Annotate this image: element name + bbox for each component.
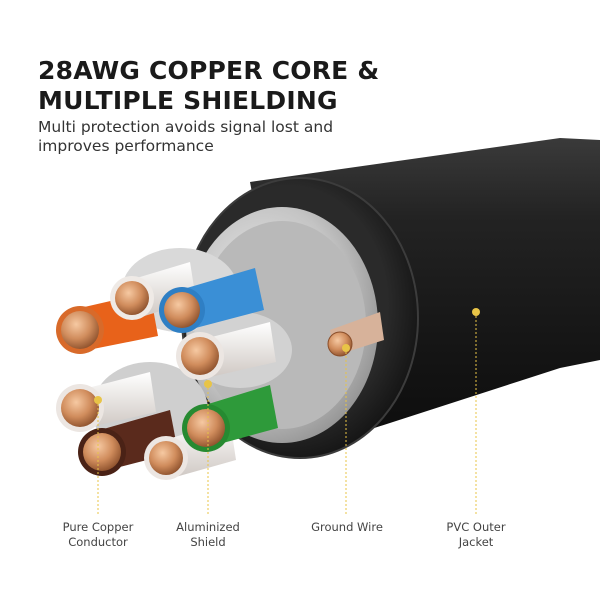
wire-green	[182, 385, 278, 452]
callout-shield	[204, 380, 212, 514]
label-shield-line-2: Shield	[190, 535, 226, 549]
label-pvc-outer-jacket: PVC Outer Jacket	[416, 520, 536, 550]
label-aluminized-shield: Aluminized Shield	[148, 520, 268, 550]
label-jacket-line-2: Jacket	[458, 535, 494, 549]
label-pure-copper-conductor: Pure Copper Conductor	[38, 520, 158, 550]
label-ground-line-1: Ground Wire	[311, 520, 383, 534]
label-shield-line-1: Aluminized	[176, 520, 240, 534]
label-ground-wire: Ground Wire	[287, 520, 407, 535]
label-conductor-line-2: Conductor	[68, 535, 128, 549]
wire-white-lower	[56, 372, 156, 432]
wire-blue	[159, 268, 264, 333]
callout-ground	[342, 344, 350, 514]
label-jacket-line-1: PVC Outer	[446, 520, 506, 534]
headline-line-2: MULTIPLE SHIELDING	[38, 86, 338, 115]
callout-conductor	[94, 396, 102, 514]
callout-jacket	[472, 308, 480, 514]
label-conductor-line-1: Pure Copper	[62, 520, 134, 534]
page-headline: 28AWG COPPER CORE & MULTIPLE SHIELDING	[38, 56, 379, 116]
subline-line-1: Multi protection avoids signal lost and	[38, 118, 334, 136]
page-subheadline: Multi protection avoids signal lost and …	[38, 118, 333, 156]
headline-line-1: 28AWG COPPER CORE &	[38, 56, 380, 85]
subline-line-2: improves performance	[38, 137, 214, 155]
wire-white-middle	[176, 322, 276, 380]
